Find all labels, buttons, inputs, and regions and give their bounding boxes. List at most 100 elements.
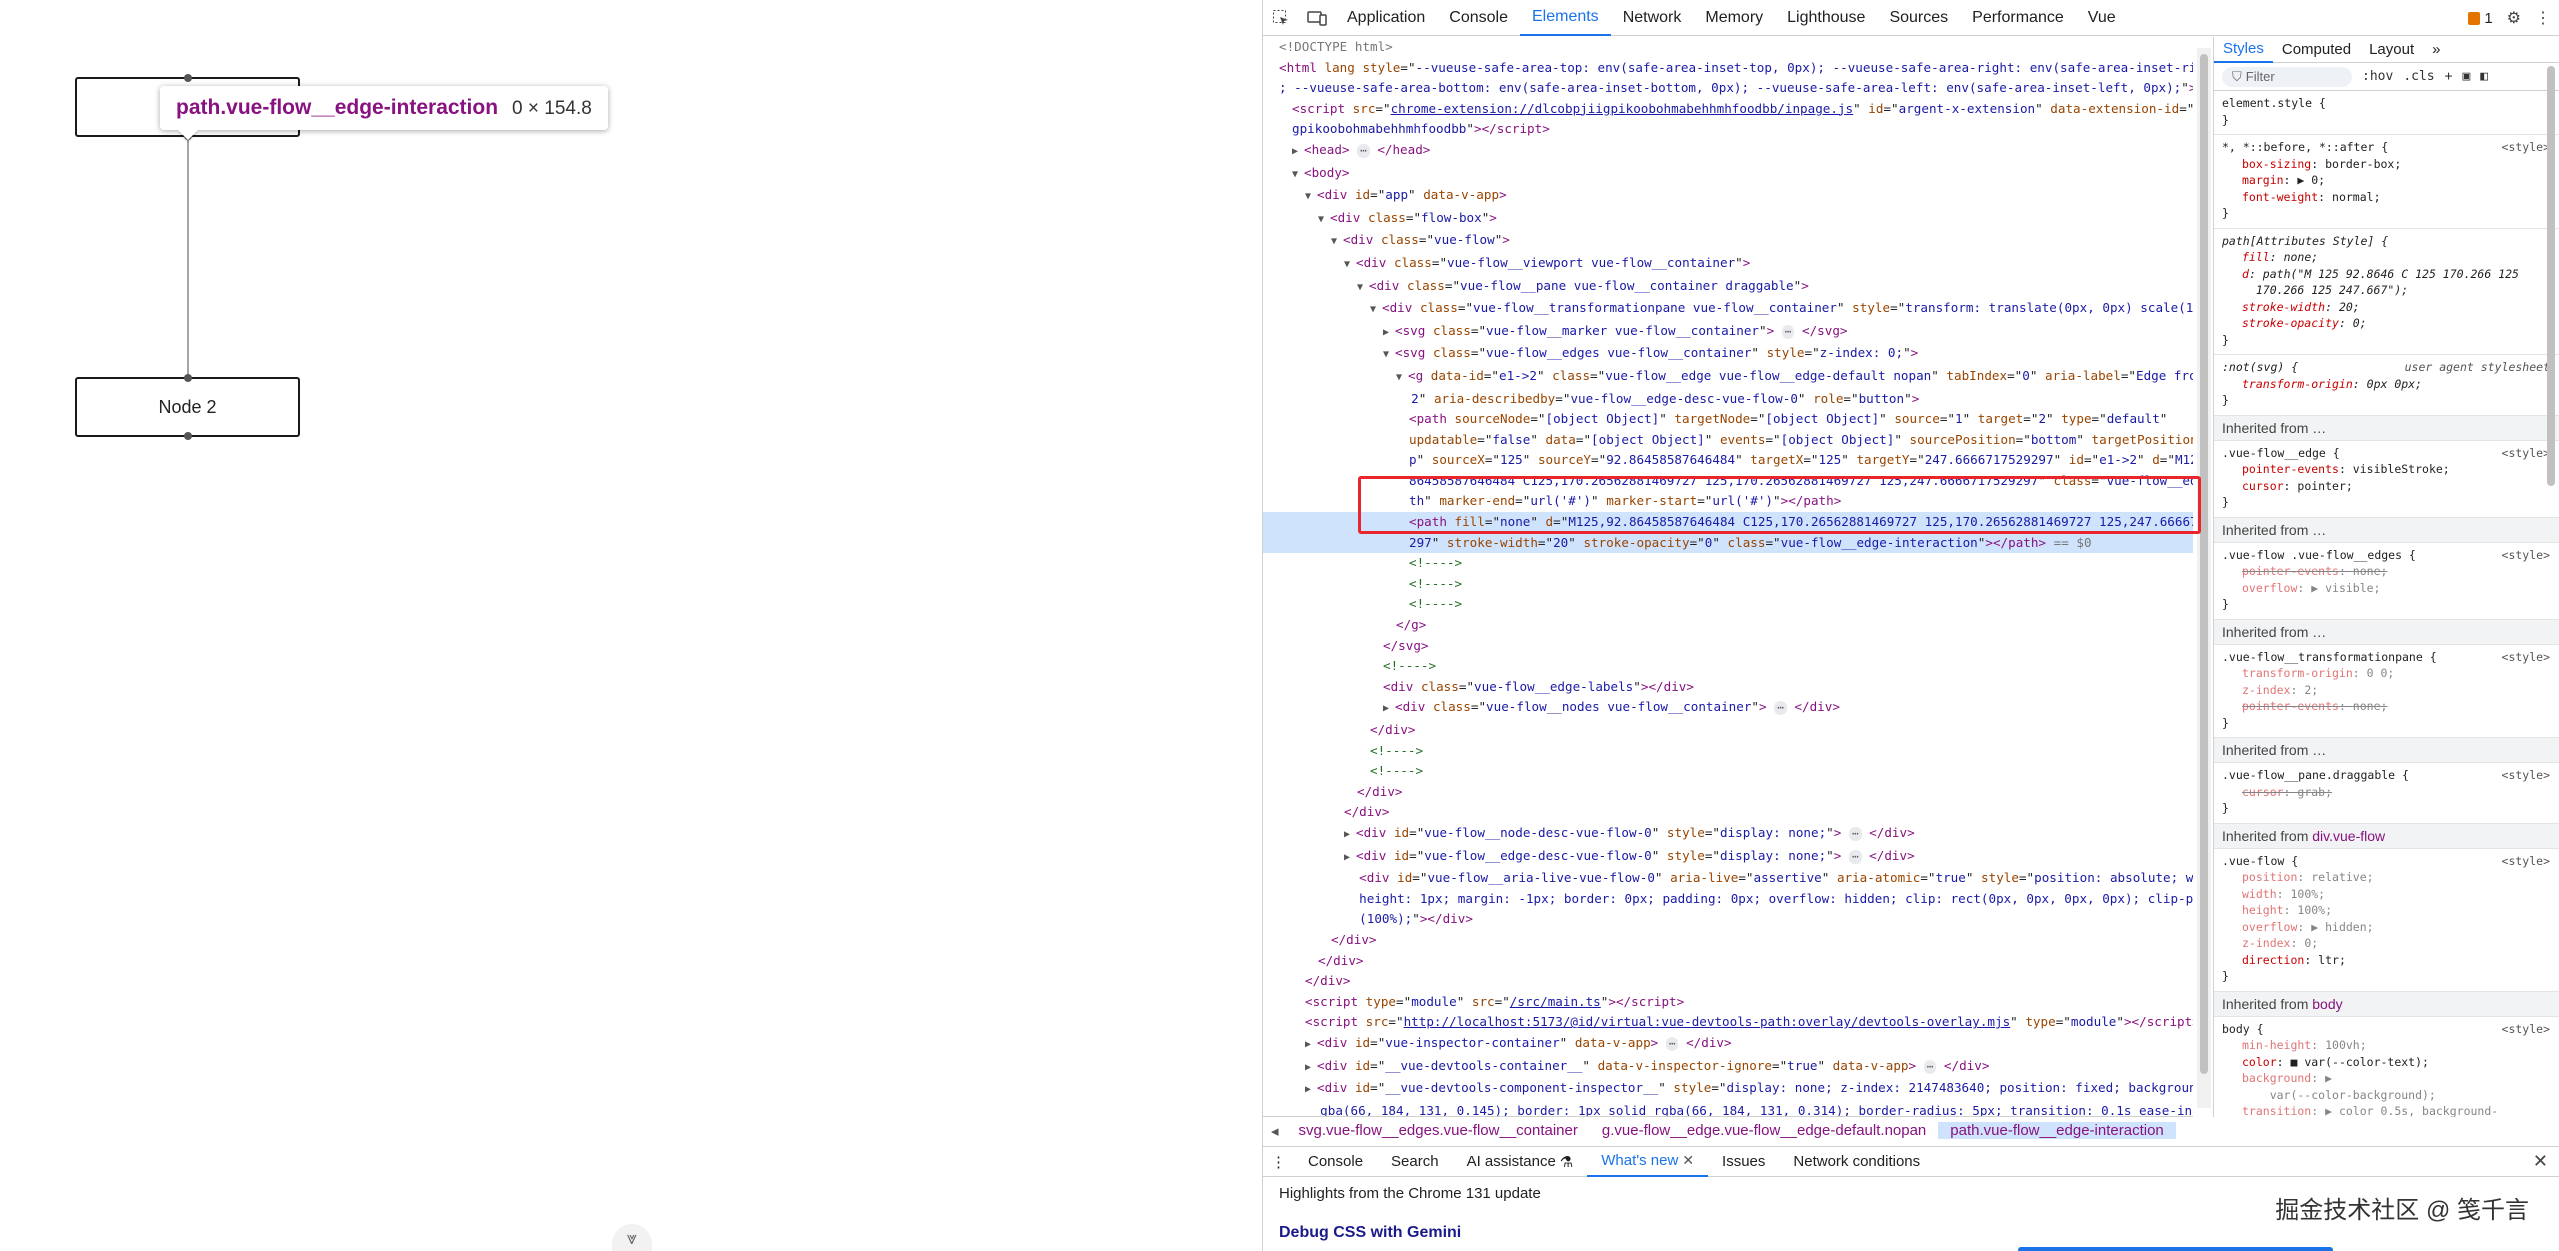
issues-badge[interactable]: 1 <box>2468 10 2493 27</box>
rule-transformationpane[interactable]: <style> .vue-flow__transformationpane { … <box>2214 645 2559 738</box>
dom-tree-line[interactable]: ▼<div class="vue-flow__pane vue-flow__co… <box>1357 277 1809 293</box>
tab-network[interactable]: Network <box>1622 8 1682 26</box>
more-tabs-icon[interactable]: » <box>2432 41 2441 58</box>
rule-vue-flow[interactable]: <style> .vue-flow { position: relative; … <box>2214 849 2559 992</box>
dom-tree-line[interactable]: ▼<div class="vue-flow__viewport vue-flow… <box>1344 254 1751 270</box>
tab-vue[interactable]: Vue <box>2087 8 2116 26</box>
breadcrumb-svg[interactable]: svg.vue-flow__edges.vue-flow__container <box>1298 1122 1578 1139</box>
dom-tree-line[interactable]: <!----> <box>1409 596 1463 612</box>
dom-tree-line[interactable]: height: 1px; margin: -1px; border: 0px; … <box>1359 890 2193 906</box>
breadcrumb-g[interactable]: g.vue-flow__edge.vue-flow__edge-default.… <box>1601 1122 1927 1139</box>
device-toolbar-icon[interactable] <box>1299 0 1335 36</box>
drawer-close-icon[interactable]: ✕ <box>2532 1151 2548 1171</box>
paint-icon[interactable]: ▣ <box>2462 69 2471 84</box>
dom-tree-line[interactable]: </g> <box>1396 617 1427 633</box>
dom-tree-line[interactable]: </svg> <box>1383 637 1429 653</box>
tab-console[interactable]: Console <box>1449 8 1508 26</box>
dom-tree-line[interactable]: </div> <box>1318 952 1364 968</box>
styles-scrollbar[interactable] <box>2545 66 2557 1111</box>
elements-scroll-thumb[interactable] <box>2200 54 2208 1074</box>
dom-tree-line[interactable]: <!----> <box>1370 763 1424 779</box>
tab-performance[interactable]: Performance <box>1972 8 2064 26</box>
node-1-top-handle[interactable] <box>183 74 192 82</box>
dom-tree-line[interactable]: <!DOCTYPE html> <box>1279 39 1393 54</box>
close-icon[interactable]: ✕ <box>1682 1152 1695 1168</box>
drawer-tab-console[interactable]: Console <box>1308 1153 1364 1170</box>
gear-icon[interactable]: ⚙ <box>2506 10 2521 27</box>
dom-tree-line[interactable]: ▶<div id="vue-inspector-container" data-… <box>1305 1034 1732 1051</box>
styles-scroll-thumb[interactable] <box>2547 66 2555 486</box>
rule-path-attributes[interactable]: path[Attributes Style] { fill: none; d: … <box>2214 229 2559 355</box>
dom-tree-line[interactable]: ▼<div class="vue-flow"> <box>1331 232 1510 248</box>
drawer-menu-icon[interactable]: ⋮ <box>1271 1153 1286 1171</box>
styles-filter-input[interactable]: ⛉Filter <box>2222 66 2352 87</box>
dom-tree-line[interactable]: ▼<div id="app" data-v-app> <box>1305 187 1507 203</box>
dom-tree-line[interactable]: ▶<div class="vue-flow__nodes vue-flow__c… <box>1383 699 1840 716</box>
dom-tree-line[interactable]: <!----> <box>1383 658 1437 674</box>
more-menu-icon[interactable]: ⋮ <box>2535 10 2551 27</box>
dom-tree-line[interactable]: <div class="vue-flow__edge-labels"></div… <box>1383 678 1694 694</box>
dom-tree-line[interactable]: <script type="module" src="/src/main.ts"… <box>1305 993 1685 1009</box>
rule-vue-flow-edge[interactable]: <style> .vue-flow__edge { pointer-events… <box>2214 441 2559 518</box>
tab-application[interactable]: Application <box>1347 8 1426 26</box>
dom-tree-line[interactable]: ▶<head> ⋯ </head> <box>1292 141 1431 158</box>
dom-tree-line[interactable]: ▶<div id="__vue-devtools-component-inspe… <box>1305 1080 2193 1096</box>
dom-tree-line[interactable]: p" sourceX="125" sourceY="92.86458587646… <box>1409 452 2193 468</box>
dom-tree-line[interactable]: </div> <box>1370 722 1416 737</box>
dom-tree-line[interactable]: ▶<div id="vue-flow__edge-desc-vue-flow-0… <box>1344 847 1915 864</box>
inspect-element-icon[interactable] <box>1263 0 1299 36</box>
whats-new-subheading[interactable]: Debug CSS with Gemini <box>1279 1224 1462 1241</box>
dom-tree-line[interactable]: ▼<svg class="vue-flow__edges vue-flow__c… <box>1383 345 1919 361</box>
dom-tree-line[interactable]: gpikoobohmabehhmhfoodbb"></script> <box>1292 121 1550 137</box>
vue-devtools-toggle[interactable]: ⩔ <box>612 1224 652 1251</box>
dom-tree-line[interactable]: <!----> <box>1409 555 1463 571</box>
tab-lighthouse[interactable]: Lighthouse <box>1787 8 1866 26</box>
dom-tree-line[interactable]: 86458587646484 C125,170.26562881469727 1… <box>1409 472 2193 488</box>
rule-body[interactable]: <style> body { min-height: 100vh; color:… <box>2214 1017 2559 1118</box>
hov-toggle[interactable]: :hov <box>2362 69 2394 84</box>
dom-tree-line[interactable]: <!----> <box>1370 742 1424 758</box>
tab-computed[interactable]: Computed <box>2281 41 2352 58</box>
rule-universal[interactable]: <style> *, *::before, *::after { box-siz… <box>2214 135 2559 229</box>
dom-tree-line[interactable]: <div id="vue-flow__aria-live-vue-flow-0"… <box>1359 870 2193 886</box>
breadcrumb-path[interactable]: path.vue-flow__edge-interaction <box>1938 1122 2176 1139</box>
breadcrumb-left-icon[interactable]: ◂ <box>1271 1122 1279 1140</box>
tab-memory[interactable]: Memory <box>1705 8 1764 26</box>
dom-tree-line[interactable]: gba(66, 184, 131, 0.145); border: 1px so… <box>1320 1102 2193 1117</box>
tab-sources[interactable]: Sources <box>1889 8 1949 26</box>
dom-tree-line[interactable]: ▼<body> <box>1292 164 1350 180</box>
add-rule-icon[interactable]: + <box>2444 69 2453 84</box>
dom-tree-line[interactable]: 297" stroke-width="20" stroke-opacity="0… <box>1263 532 2193 554</box>
node-2-bottom-handle[interactable] <box>183 432 192 440</box>
cls-toggle[interactable]: .cls <box>2403 69 2435 84</box>
dom-tree-line[interactable]: </div> <box>1357 783 1403 799</box>
dom-tree-line[interactable]: </div> <box>1331 931 1377 947</box>
dom-tree-line[interactable]: ▶<svg class="vue-flow__marker vue-flow__… <box>1383 322 1848 339</box>
drawer-tab-whats-new[interactable]: What's new✕ <box>1587 1147 1709 1177</box>
tab-styles[interactable]: Styles <box>2214 37 2273 63</box>
dom-tree-line[interactable]: </div> <box>1344 804 1390 820</box>
dom-tree-line[interactable]: ▼<div class="vue-flow__transformationpan… <box>1370 300 2193 316</box>
dom-tree-line[interactable]: ; --vueuse-safe-area-bottom: env(safe-ar… <box>1279 80 2193 96</box>
sidebar-toggle-icon[interactable]: ◧ <box>2480 69 2489 84</box>
dom-tree-line[interactable]: ▶<div id="vue-flow__node-desc-vue-flow-0… <box>1344 824 1915 841</box>
dom-tree-line[interactable]: <!----> <box>1409 575 1463 591</box>
dom-tree-line[interactable]: <script src="chrome-extension://dlcobpji… <box>1292 100 2193 116</box>
drawer-tab-ai-assistance[interactable]: AI assistance⚗ <box>1453 1147 1588 1177</box>
drawer-tab-network-conditions[interactable]: Network conditions <box>1793 1153 1921 1170</box>
dom-tree-line[interactable]: (100%);"></div> <box>1359 911 1473 927</box>
elements-scrollbar[interactable] <box>2197 48 2211 1108</box>
node-2[interactable]: Node 2 <box>75 374 300 440</box>
rule-vue-flow-edges[interactable]: <style> .vue-flow .vue-flow__edges { poi… <box>2214 543 2559 620</box>
tab-layout[interactable]: Layout <box>2369 41 2415 58</box>
dom-tree-line[interactable]: th" marker-end="url('#')" marker-start="… <box>1409 493 1842 509</box>
tab-elements[interactable]: Elements <box>1519 0 1611 36</box>
dom-tree-line[interactable]: updatable="false" data="[object Object]"… <box>1409 431 2193 447</box>
drawer-tab-issues[interactable]: Issues <box>1722 1153 1766 1170</box>
dom-tree-line[interactable]: <path sourceNode="[object Object]" targe… <box>1409 411 2168 427</box>
dom-tree-line[interactable]: <script src="http://localhost:5173/@id/v… <box>1305 1014 2193 1030</box>
rule-element-style[interactable]: element.style { } <box>2214 91 2559 135</box>
dom-tree-line[interactable]: ▶<div id="__vue-devtools-container__" da… <box>1305 1057 1990 1074</box>
dom-tree-line[interactable]: ▼<div class="flow-box"> <box>1318 209 1497 225</box>
dom-tree-line[interactable]: </div> <box>1305 973 1351 989</box>
